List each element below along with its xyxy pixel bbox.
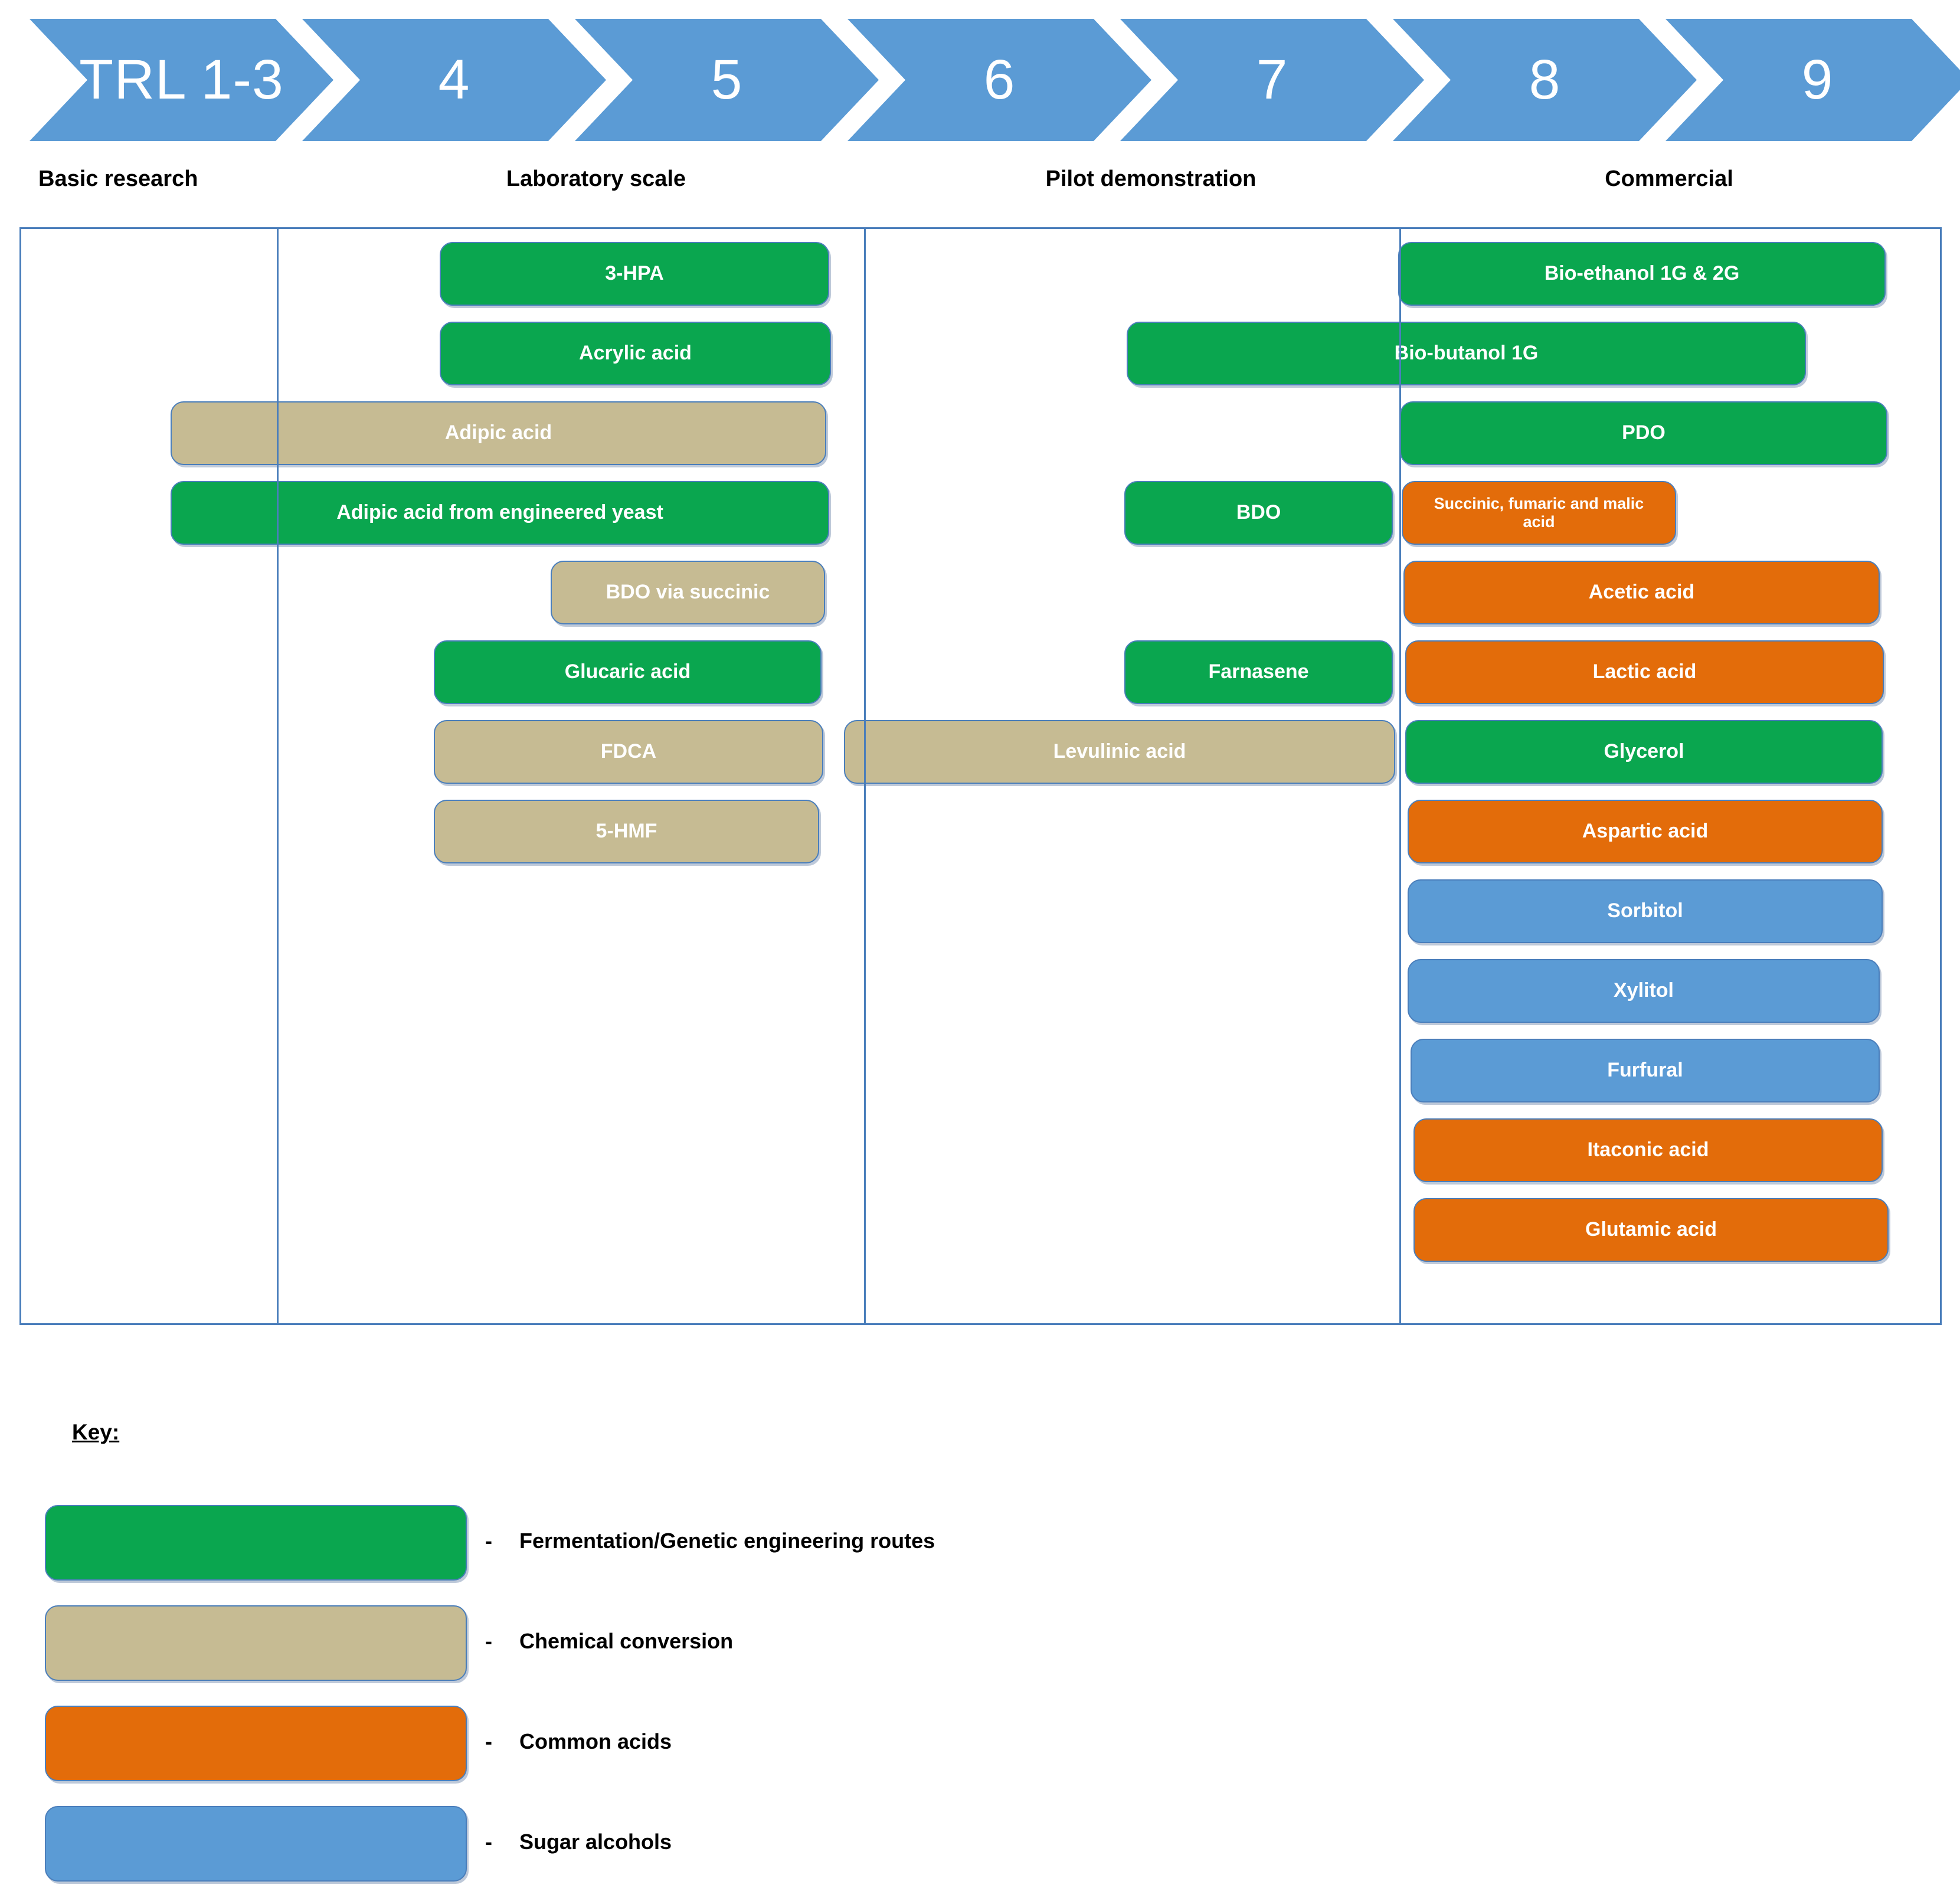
- product-box: Acrylic acid: [440, 322, 831, 385]
- trl-stage-chevron: 5: [575, 19, 879, 141]
- product-label: 3-HPA: [605, 262, 664, 285]
- legend-dash: -: [485, 1629, 492, 1653]
- legend-swatch-sugar_alcohol: [45, 1806, 467, 1882]
- legend-label: Sugar alcohols: [519, 1830, 672, 1854]
- product-label: Furfural: [1607, 1059, 1683, 1082]
- trl-stage-chevron: 8: [1393, 19, 1697, 141]
- product-box: Xylitol: [1408, 959, 1880, 1023]
- product-box: 3-HPA: [440, 242, 829, 306]
- product-label: Bio-ethanol 1G & 2G: [1544, 262, 1740, 285]
- product-label: Adipic acid from engineered yeast: [336, 501, 663, 524]
- product-label: BDO: [1236, 501, 1281, 524]
- trl-stage-label: 7: [1256, 48, 1288, 111]
- product-label: BDO via succinic: [606, 581, 770, 604]
- trl-stage-label: 5: [711, 48, 743, 111]
- product-label: Acetic acid: [1588, 581, 1695, 604]
- product-box: Glutamic acid: [1413, 1198, 1889, 1262]
- trl-stage-label: TRL 1-3: [79, 48, 284, 111]
- product-box: Aspartic acid: [1408, 800, 1883, 863]
- product-label: Levulinic acid: [1053, 740, 1186, 763]
- product-label: Aspartic acid: [1582, 820, 1709, 843]
- product-label: Succinic, fumaric and malic acid: [1434, 494, 1644, 531]
- product-box: Adipic acid: [171, 401, 826, 465]
- product-box: Itaconic acid: [1413, 1118, 1883, 1182]
- product-box: Bio-ethanol 1G & 2G: [1398, 242, 1886, 306]
- product-box: Sorbitol: [1408, 879, 1883, 943]
- phase-label: Basic research: [38, 166, 198, 191]
- product-label: Glycerol: [1604, 740, 1684, 763]
- product-label: Lactic acid: [1592, 660, 1697, 683]
- product-box: Glucaric acid: [434, 640, 822, 704]
- trl-stage-label: 9: [1801, 48, 1834, 111]
- legend-dash: -: [485, 1529, 492, 1553]
- product-label: Itaconic acid: [1587, 1138, 1709, 1161]
- product-box: BDO: [1124, 481, 1393, 545]
- product-label: Sorbitol: [1607, 899, 1683, 922]
- product-label: Glutamic acid: [1585, 1218, 1717, 1241]
- trl-stage-chevron: 4: [302, 19, 606, 141]
- trl-stage-chevron: TRL 1-3: [30, 19, 333, 141]
- product-box: Succinic, fumaric and malic acid: [1402, 481, 1676, 545]
- legend-dash: -: [485, 1830, 492, 1854]
- product-label: 5-HMF: [595, 820, 657, 843]
- product-label: Bio-butanol 1G: [1394, 342, 1539, 365]
- product-box: Furfural: [1411, 1039, 1880, 1102]
- legend-dash: -: [485, 1729, 492, 1753]
- product-box: FDCA: [434, 720, 823, 784]
- legend-label: Chemical conversion: [519, 1629, 734, 1653]
- legend-swatch-common_acid: [45, 1706, 467, 1781]
- trl-stage-label: 4: [438, 48, 470, 111]
- product-box: Glycerol: [1405, 720, 1883, 784]
- phase-label: Laboratory scale: [506, 166, 686, 191]
- product-label: Xylitol: [1613, 979, 1674, 1002]
- product-box: 5-HMF: [434, 800, 819, 863]
- legend-swatch-fermentation: [45, 1505, 467, 1581]
- trl-stage-chevron: 9: [1665, 19, 1960, 141]
- product-label: Glucaric acid: [564, 660, 691, 683]
- legend-label: Common acids: [519, 1729, 672, 1753]
- product-label: FDCA: [600, 740, 657, 763]
- product-box: Adipic acid from engineered yeast: [171, 481, 829, 545]
- product-box: BDO via succinic: [551, 561, 825, 624]
- trl-stage-chevron: 6: [848, 19, 1151, 141]
- product-box: PDO: [1400, 401, 1887, 465]
- trl-stage-chevron: 7: [1120, 19, 1424, 141]
- product-label: PDO: [1622, 421, 1665, 444]
- grid-divider-basic-lab: [277, 229, 279, 1323]
- phase-label: Pilot demonstration: [1045, 166, 1257, 191]
- product-box: Levulinic acid: [844, 720, 1395, 784]
- product-box: Acetic acid: [1403, 561, 1880, 624]
- product-label: Adipic acid: [444, 421, 552, 444]
- product-box: Farnasene: [1124, 640, 1393, 704]
- grid-divider-pilot-comm: [1399, 229, 1401, 1323]
- legend-label: Fermentation/Genetic engineering routes: [519, 1529, 935, 1553]
- trl-stage-label: 6: [983, 48, 1016, 111]
- product-label: Farnasene: [1208, 660, 1309, 683]
- product-label: Acrylic acid: [579, 342, 692, 365]
- trl-stage-label: 8: [1529, 48, 1561, 111]
- phase-label: Commercial: [1605, 166, 1733, 191]
- product-box: Lactic acid: [1405, 640, 1884, 704]
- legend-title: Key:: [72, 1420, 120, 1444]
- legend-swatch-chemical: [45, 1605, 467, 1681]
- product-box: Bio-butanol 1G: [1127, 322, 1806, 385]
